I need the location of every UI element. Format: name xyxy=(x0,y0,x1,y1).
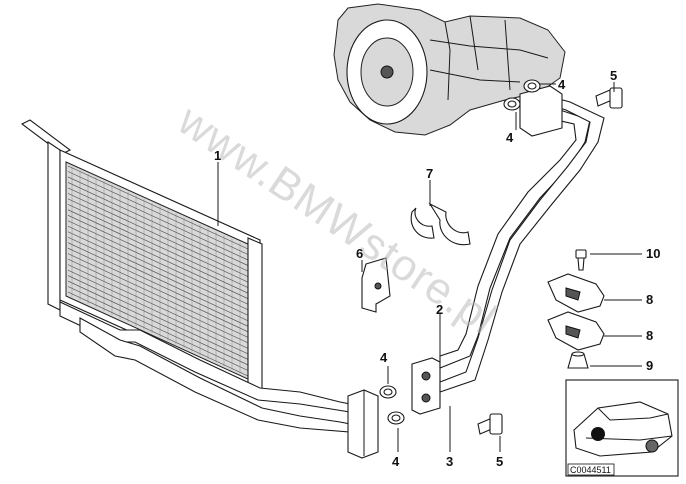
hollow-bolt-lower xyxy=(477,413,503,435)
flange-block-left xyxy=(347,389,379,459)
callout-4-lower-top: 4 xyxy=(380,350,388,365)
transmission-illustration xyxy=(333,3,566,136)
leader-lines xyxy=(217,82,642,452)
radiator-fin-row xyxy=(67,231,249,316)
seal-ring-lower-b xyxy=(387,411,405,425)
radiator-fin-row xyxy=(67,182,249,266)
radiator-fin-row xyxy=(67,291,249,377)
hollow-bolt-top xyxy=(595,87,623,109)
clamp-pair xyxy=(410,202,471,246)
callout-10: 10 xyxy=(646,246,660,261)
radiator-fin-row xyxy=(67,236,249,322)
callout-8-lower: 8 xyxy=(646,328,653,343)
callout-3: 3 xyxy=(446,454,453,469)
callout-6: 6 xyxy=(356,246,363,261)
radiator-fin-row xyxy=(67,275,249,360)
radiator-fin-row xyxy=(67,187,249,272)
callout-9: 9 xyxy=(646,358,653,373)
radiator-fin-row xyxy=(67,204,249,288)
callout-2: 2 xyxy=(436,302,443,317)
holder-upper xyxy=(547,273,605,313)
radiator-fin-row xyxy=(67,215,249,299)
callout-7: 7 xyxy=(426,166,433,181)
callout-4-top-left: 4 xyxy=(506,130,514,145)
radiator-fin-row xyxy=(67,264,249,349)
radiator-fin-row xyxy=(67,242,249,327)
seal-ring-top-b xyxy=(503,97,521,111)
radiator-fin-row xyxy=(67,209,249,294)
radiator-fin-row xyxy=(67,247,249,333)
callout-8-upper: 8 xyxy=(646,292,653,307)
seal-ring-top-a xyxy=(523,79,541,93)
radiator-fin-row xyxy=(67,258,249,344)
flange-block-right xyxy=(411,357,441,415)
rubber-mount xyxy=(567,351,589,369)
radiator-fin-row xyxy=(67,280,249,366)
callout-5-top: 5 xyxy=(610,68,617,83)
holder-lower xyxy=(547,311,605,351)
diagram-code: C0044511 xyxy=(570,465,611,475)
callout-1: 1 xyxy=(214,148,221,163)
radiator-fin-row xyxy=(67,171,249,255)
radiator-fin-row xyxy=(67,193,249,277)
radiator-fin-row xyxy=(67,165,249,250)
radiator-fin-row xyxy=(67,176,249,261)
radiator-fin-row xyxy=(67,225,249,311)
radiator-fin-row xyxy=(67,269,249,355)
radiator-fin-row xyxy=(67,253,249,338)
oil-cooler-lines xyxy=(439,85,605,393)
screw xyxy=(575,249,587,271)
radiator-fin-row xyxy=(67,220,249,305)
seal-ring-lower-a xyxy=(379,385,397,399)
callout-5-bottom: 5 xyxy=(496,454,503,469)
radiator-fin-row xyxy=(67,198,249,283)
callout-4-lower-bottom: 4 xyxy=(392,454,400,469)
bracket xyxy=(361,257,391,313)
radiator-fin-row xyxy=(67,286,249,371)
vehicle-inset: C0044511 xyxy=(565,379,679,477)
callout-4-top-right: 4 xyxy=(558,77,566,92)
